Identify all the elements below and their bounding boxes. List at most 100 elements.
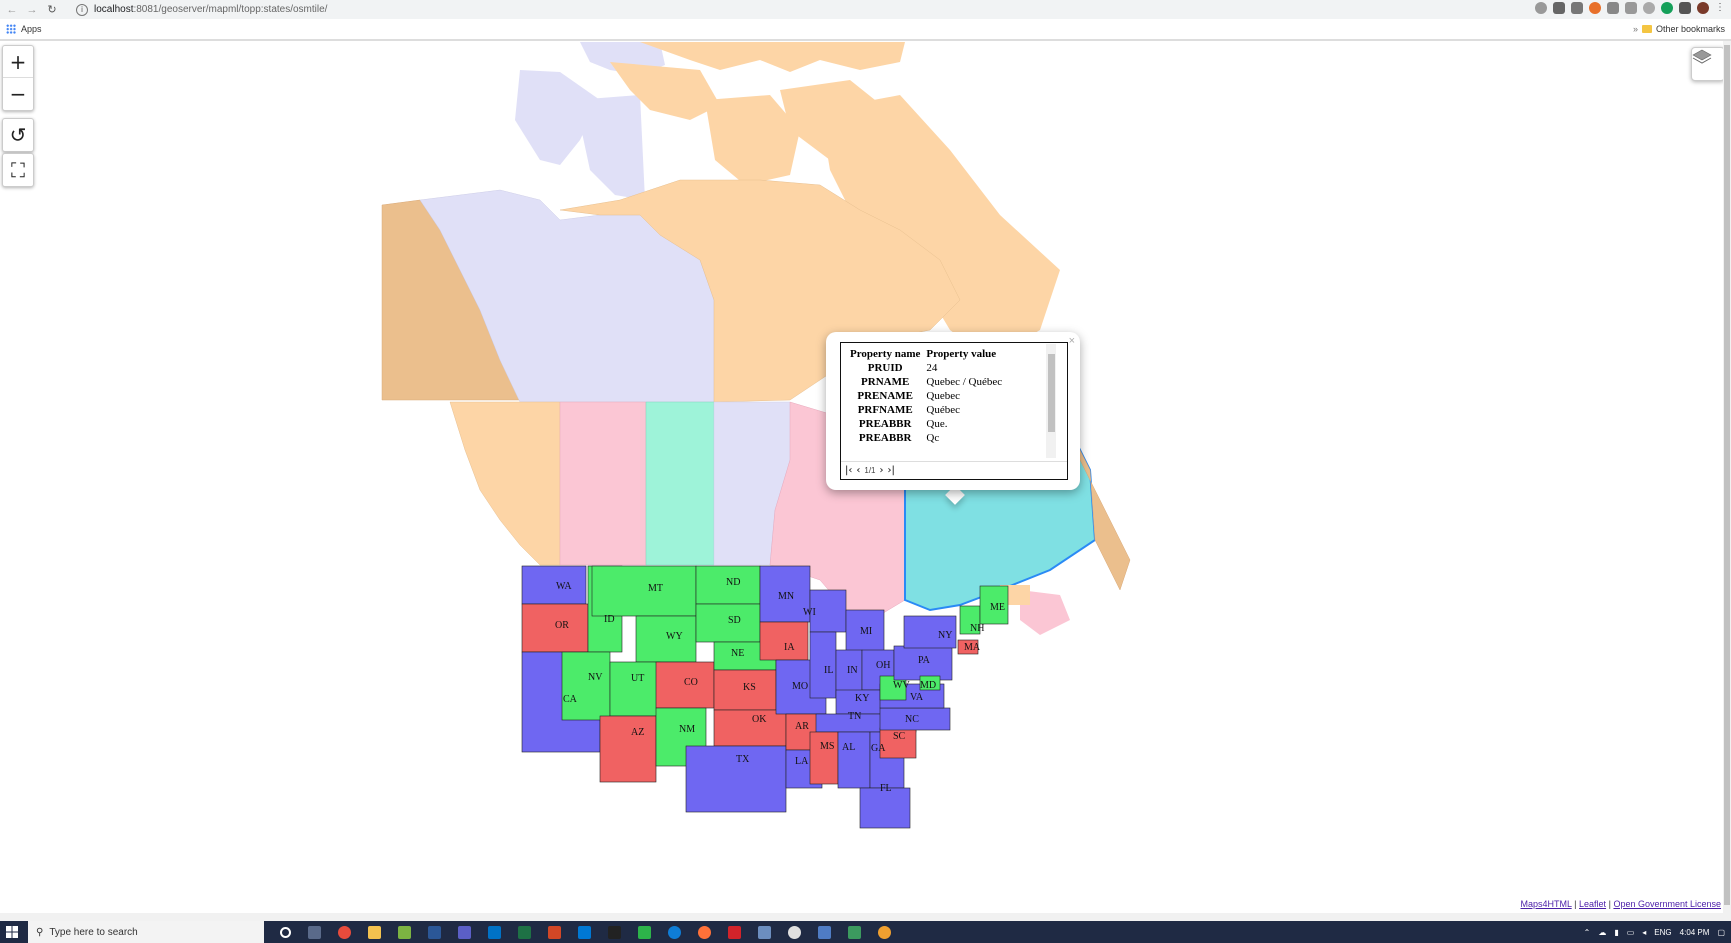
state-ms[interactable]: [809, 731, 839, 785]
state-nv[interactable]: [561, 651, 611, 721]
state-wy[interactable]: [635, 615, 697, 663]
popup-scroll-thumb[interactable]: [1048, 354, 1055, 432]
state-ia[interactable]: [759, 621, 809, 661]
vscode-icon[interactable]: [578, 925, 591, 939]
menu-icon[interactable]: ⋮: [1715, 2, 1725, 13]
app-icon[interactable]: [878, 925, 891, 939]
app-icon[interactable]: [848, 925, 861, 939]
network-icon[interactable]: ▭: [1626, 927, 1635, 937]
state-sd[interactable]: [695, 603, 761, 643]
forward-icon[interactable]: →: [26, 3, 38, 16]
other-bookmarks[interactable]: » Other bookmarks: [1633, 24, 1725, 34]
extension-icon[interactable]: [1661, 2, 1673, 14]
firefox-icon[interactable]: [698, 925, 711, 939]
tray-chevron-icon[interactable]: ⌃: [1583, 927, 1591, 937]
terminal-icon[interactable]: [608, 925, 621, 939]
language-indicator[interactable]: ENG: [1654, 927, 1672, 937]
reload-icon[interactable]: ↻: [47, 4, 57, 16]
cortana-icon[interactable]: [280, 926, 291, 938]
chrome-icon[interactable]: [338, 925, 351, 939]
zoom-in-button[interactable]: +: [3, 46, 33, 78]
popup-scrollbar[interactable]: [1046, 344, 1056, 458]
excel-icon[interactable]: [518, 925, 531, 939]
extension-icon[interactable]: [1571, 2, 1583, 14]
page-horizontal-scrollbar[interactable]: [0, 913, 1731, 921]
state-me[interactable]: [979, 585, 1009, 625]
cloud-icon[interactable]: ☁: [1598, 927, 1607, 937]
state-fl[interactable]: [859, 787, 911, 829]
state-ks[interactable]: [713, 669, 777, 711]
app-icon[interactable]: [788, 925, 801, 939]
state-wa[interactable]: [521, 565, 587, 605]
zoom-out-button[interactable]: −: [9, 82, 27, 106]
outlook-icon[interactable]: [488, 925, 501, 939]
powershell-icon[interactable]: [818, 925, 831, 939]
state-ma[interactable]: [957, 639, 979, 655]
battery-icon[interactable]: ▮: [1614, 927, 1619, 937]
state-mt[interactable]: [591, 565, 697, 617]
state-md[interactable]: [919, 675, 941, 691]
state-az[interactable]: [599, 715, 657, 783]
state-ny[interactable]: [903, 615, 957, 649]
state-al[interactable]: [837, 731, 871, 789]
volume-icon[interactable]: ◂: [1642, 927, 1647, 937]
acrobat-icon[interactable]: [728, 925, 741, 939]
powerpoint-icon[interactable]: [548, 925, 561, 939]
edge-icon[interactable]: [668, 925, 681, 939]
zoom-icon[interactable]: [1535, 2, 1547, 14]
fullscreen-button[interactable]: ⛶: [11, 158, 25, 182]
state-nd[interactable]: [695, 565, 761, 605]
reload-button[interactable]: ↺: [9, 123, 27, 147]
us-states-layer: WAORCAIDNVMTWYUTAZCONMNDSDNEKSOKTXMNIAMO…: [521, 565, 1009, 829]
state-il[interactable]: [809, 631, 837, 699]
scroll-thumb[interactable]: [1724, 45, 1730, 905]
leaflet-link[interactable]: Leaflet: [1579, 899, 1607, 909]
back-icon[interactable]: ←: [6, 3, 18, 16]
app-icon[interactable]: [638, 925, 651, 939]
chevron-right-icon[interactable]: »: [1632, 24, 1638, 34]
url-field[interactable]: i localhost:8081/geoserver/mapml/topp:st…: [70, 2, 1470, 17]
windows-start-button[interactable]: [0, 921, 24, 943]
state-label: CA: [563, 694, 578, 705]
clock[interactable]: 4:04 PM: [1679, 927, 1710, 937]
puzzle-icon[interactable]: [1679, 2, 1691, 14]
calculator-icon[interactable]: [758, 925, 771, 939]
ogl-link[interactable]: Open Government License: [1613, 899, 1721, 909]
taskbar-search-input[interactable]: ⚲ Type here to search: [28, 921, 264, 943]
last-page-button[interactable]: ›|: [887, 465, 895, 476]
task-view-icon[interactable]: [308, 925, 321, 939]
layers-button[interactable]: [1691, 47, 1725, 81]
first-page-button[interactable]: |‹: [845, 465, 853, 476]
map-canvas[interactable]: WAORCAIDNVMTWYUTAZCONMNDSDNEKSOKTXMNIAMO…: [0, 41, 1731, 913]
state-tx[interactable]: [685, 745, 787, 813]
star-icon[interactable]: [1553, 2, 1565, 14]
apps-grid-icon[interactable]: [6, 24, 16, 34]
site-info-icon[interactable]: i: [76, 3, 88, 16]
extension-icon[interactable]: [1589, 2, 1601, 14]
file-explorer-icon[interactable]: [368, 925, 381, 939]
url-host: localhost: [94, 4, 134, 15]
bookmark-apps[interactable]: Apps: [21, 24, 42, 34]
notifications-icon[interactable]: ▢: [1717, 927, 1725, 937]
maps4html-link[interactable]: Maps4HTML: [1520, 899, 1572, 909]
system-tray: ⌃ ☁ ▮ ▭ ◂ ENG 4:04 PM ▢: [1584, 921, 1725, 943]
state-ok[interactable]: [713, 709, 787, 747]
state-ut[interactable]: [609, 661, 661, 717]
extension-icon[interactable]: [1643, 2, 1655, 14]
state-mn[interactable]: [759, 565, 811, 623]
state-or[interactable]: [521, 603, 589, 653]
next-page-button[interactable]: ›: [879, 465, 884, 476]
popup-close-button[interactable]: ×: [1068, 335, 1075, 347]
page-vertical-scrollbar[interactable]: [1723, 41, 1731, 913]
word-icon[interactable]: [428, 925, 441, 939]
extension-icon[interactable]: [1625, 2, 1637, 14]
prev-page-button[interactable]: ‹: [856, 465, 861, 476]
extension-icon[interactable]: [1607, 2, 1619, 14]
teams-icon[interactable]: [458, 925, 471, 939]
avatar[interactable]: [1697, 2, 1709, 14]
state-mi[interactable]: [845, 609, 885, 655]
app-icon[interactable]: [398, 925, 411, 939]
